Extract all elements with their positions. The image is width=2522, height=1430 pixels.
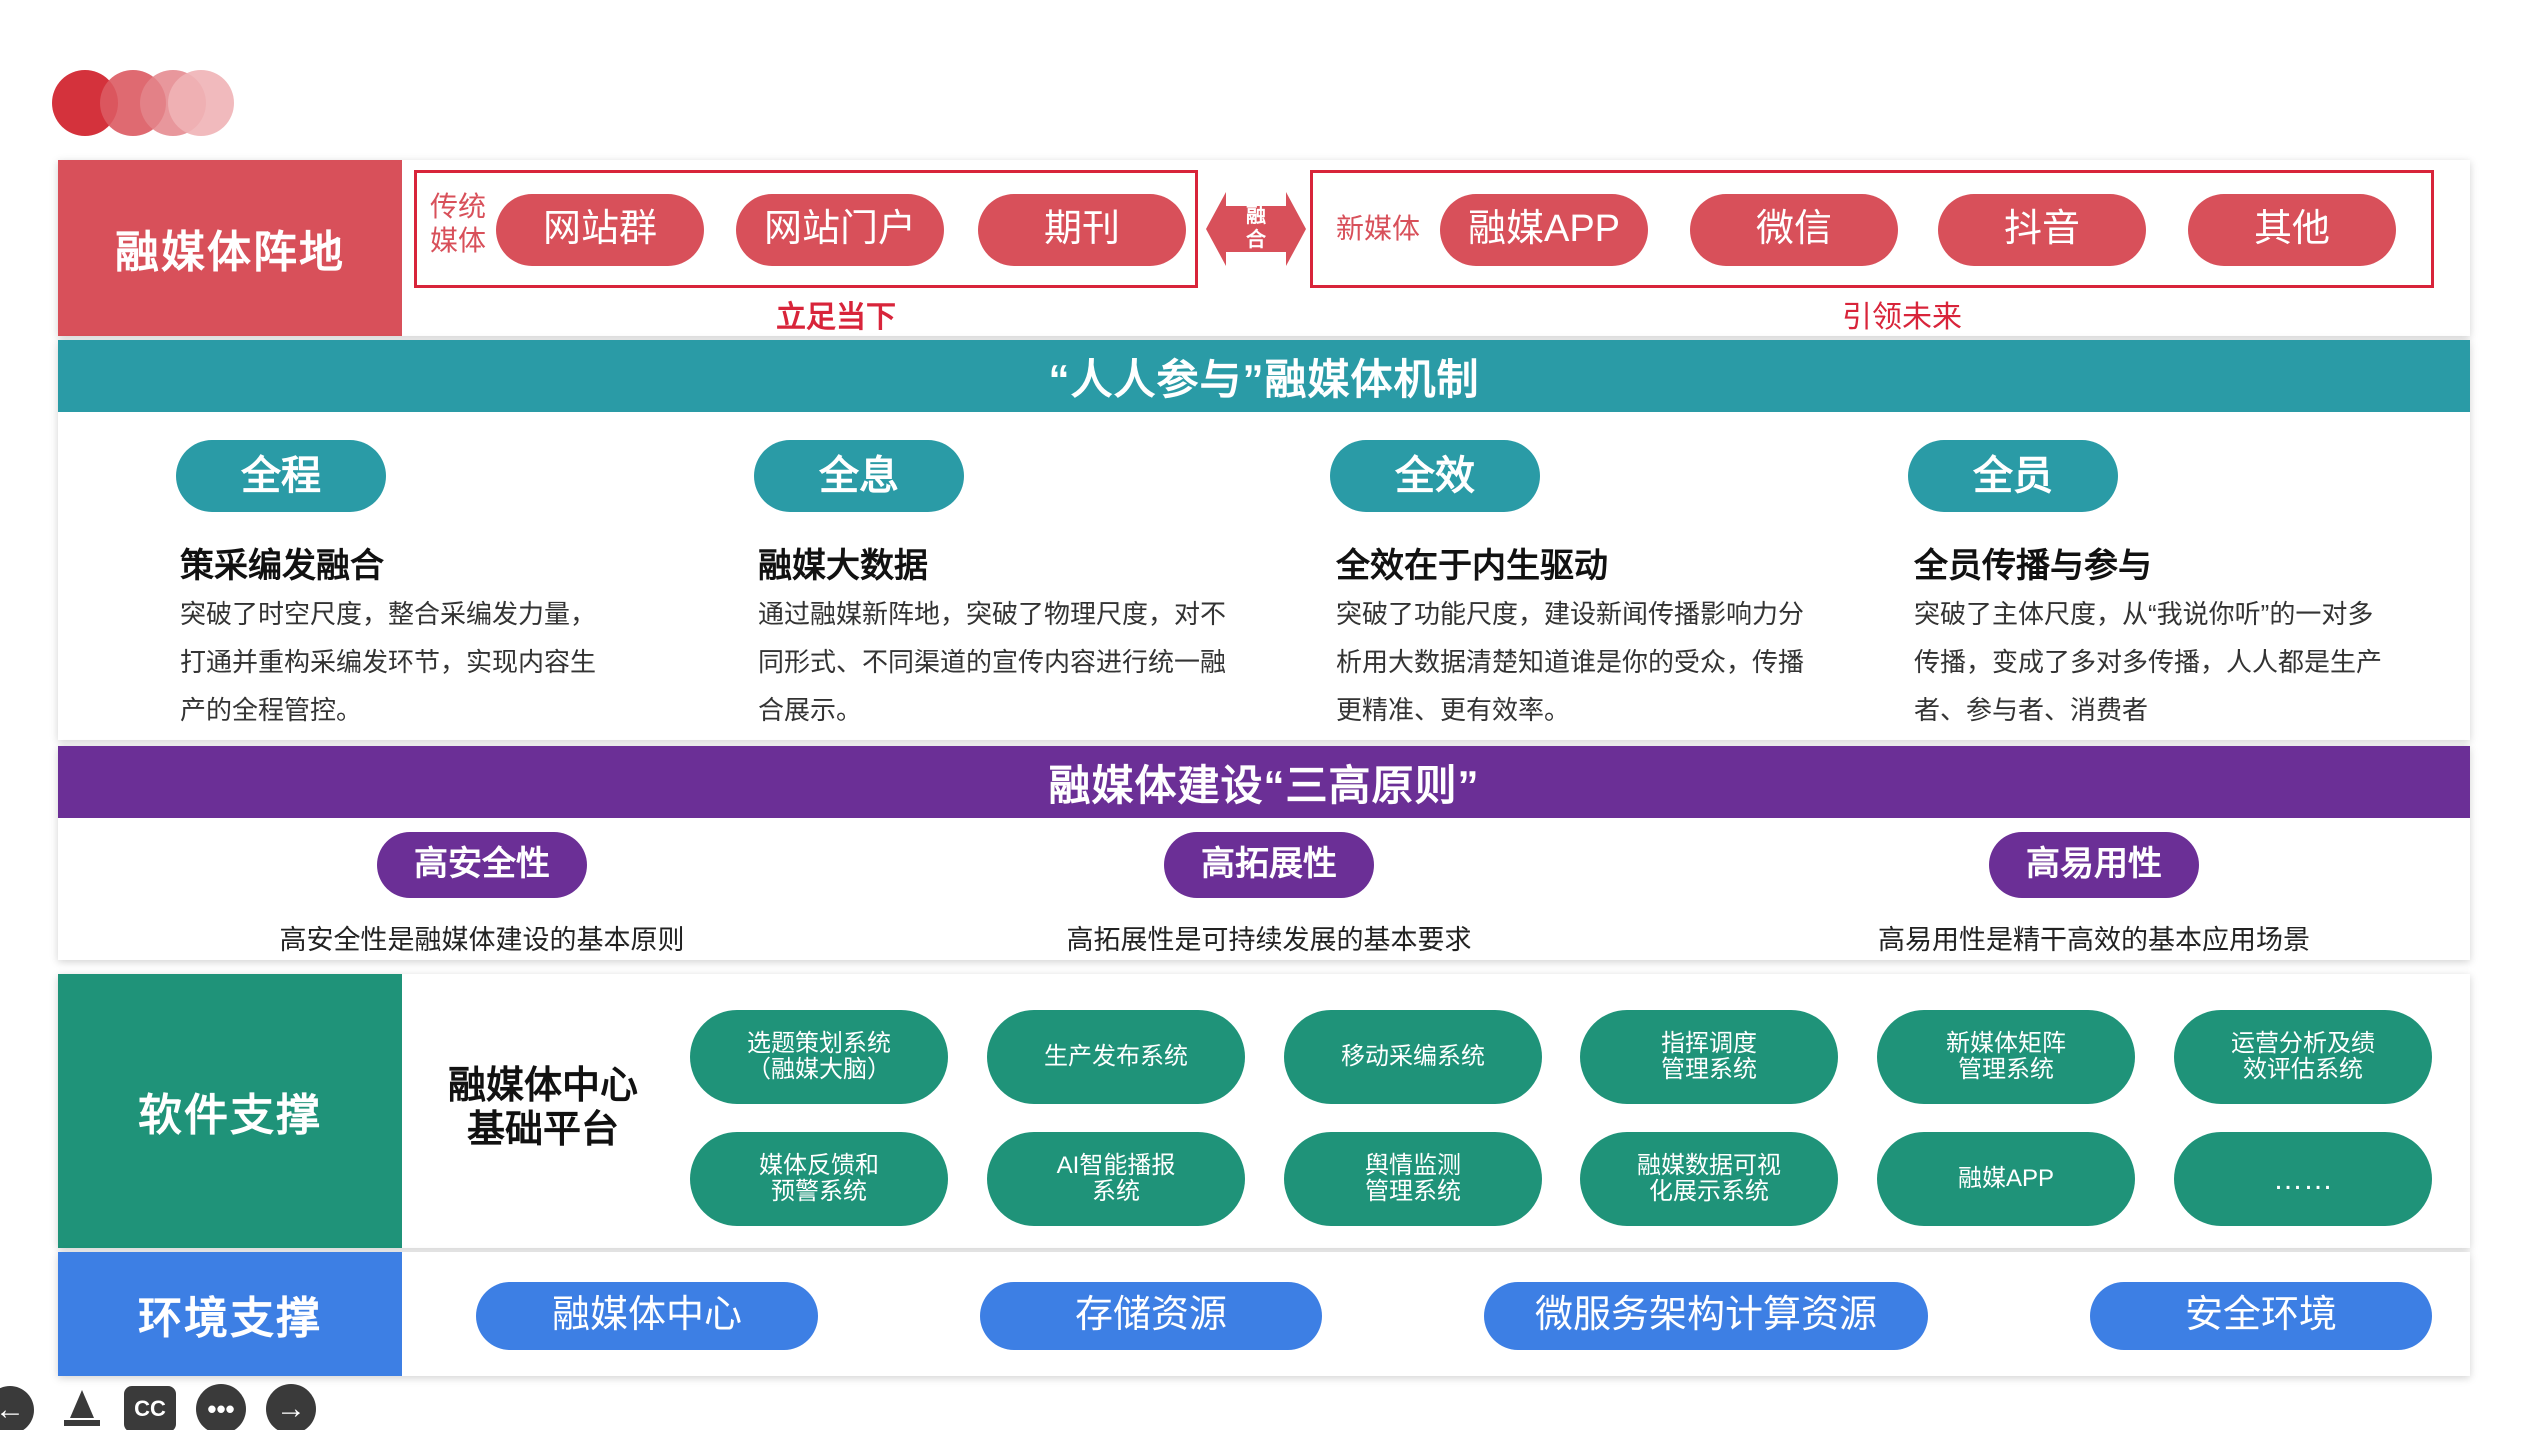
more-icon[interactable]: ••• [196,1384,246,1430]
system-pill-12[interactable]: …… [2174,1132,2432,1226]
mechanism-text-3: 突破了功能尺度，建设新闻传播影响力分析用大数据清楚知道谁是你的受众，传播更精准、… [1336,599,1805,725]
traditional-media-label: 传统 媒体 [429,191,486,256]
principle-text-1: 高安全性是融媒体建设的基本原则 [279,925,685,955]
mechanism-text-4: 突破了主体尺度，从“我说你听”的一对多传播，变成了多对多传播，人人都是生产者、参… [1914,599,2383,725]
mechanism-pill-3: 全效 [1330,440,1540,512]
top-pill-journal[interactable]: 期刊 [978,194,1186,266]
env-pill-storage[interactable]: 存储资源 [980,1282,1322,1350]
mechanism-title-2: 融媒大数据 [758,547,928,585]
top-side-label: 融媒体阵地 [58,160,402,336]
mechanism-title-1: 策采编发融合 [180,547,384,585]
decor-circle-4 [168,70,234,136]
right-caption: 引领未来 [1842,301,1962,334]
principle-pill-2: 高拓展性 [1164,832,1374,898]
principles-title: 融媒体建设“三高原则” [58,746,2470,818]
top-pill-website-group[interactable]: 网站群 [496,194,704,266]
env-pill-security[interactable]: 安全环境 [2090,1282,2432,1350]
principle-pill-1: 高安全性 [377,832,587,898]
top-pill-website-portal[interactable]: 网站门户 [736,194,944,266]
system-pill-9[interactable]: 舆情监测 管理系统 [1284,1132,1542,1226]
system-pill-1[interactable]: 选题策划系统 （融媒大脑） [690,1010,948,1104]
principle-text-2: 高拓展性是可持续发展的基本要求 [1066,925,1472,955]
mechanism-pill-1: 全程 [176,440,386,512]
left-caption: 立足当下 [776,301,896,334]
system-pill-4[interactable]: 指挥调度 管理系统 [1580,1010,1838,1104]
principle-pill-3: 高易用性 [1989,832,2199,898]
arrow-left-icon[interactable]: ← [0,1386,34,1430]
system-pill-3[interactable]: 移动采编系统 [1284,1010,1542,1104]
top-pill-douyin[interactable]: 抖音 [1938,194,2146,266]
arrow-right-icon[interactable]: → [266,1384,316,1430]
mechanism-pill-2: 全息 [754,440,964,512]
mechanism-title: “人人参与”融媒体机制 [58,340,2470,412]
pen-icon[interactable] [60,1388,104,1428]
fusion-arrow-icon [1206,192,1306,266]
system-pill-11[interactable]: 融媒APP [1877,1132,2135,1226]
software-side-label: 软件支撑 [58,974,402,1248]
mechanism-title-4: 全员传播与参与 [1914,547,2152,585]
mechanism-title-3: 全效在于内生驱动 [1336,547,1608,585]
new-media-box [1310,170,2434,288]
top-pill-fusion-app[interactable]: 融媒APP [1440,194,1648,266]
environment-side-label: 环境支撑 [58,1252,402,1376]
system-pill-5[interactable]: 新媒体矩阵 管理系统 [1877,1010,2135,1104]
system-pill-10[interactable]: 融媒数据可视 化展示系统 [1580,1132,1838,1226]
mechanism-text-2: 通过融媒新阵地，突破了物理尺度，对不同形式、不同渠道的宣传内容进行统一融合展示。 [758,599,1227,725]
top-pill-wechat[interactable]: 微信 [1690,194,1898,266]
mechanism-text-1: 突破了时空尺度，整合采编发力量，打通并重构采编发环节，实现内容生产的全程管控。 [180,599,597,725]
fusion-label: 融 合 [1246,205,1266,251]
top-pill-others[interactable]: 其他 [2188,194,2396,266]
system-pill-7[interactable]: 媒体反馈和 预警系统 [690,1132,948,1226]
principle-text-3: 高易用性是精干高效的基本应用场景 [1878,925,2310,955]
cc-icon[interactable]: CC [124,1386,176,1430]
traditional-media-box [414,170,1198,288]
system-pill-8[interactable]: AI智能播报 系统 [987,1132,1245,1226]
system-pill-6[interactable]: 运营分析及绩 效评估系统 [2174,1010,2432,1104]
env-pill-compute[interactable]: 微服务架构计算资源 [1484,1282,1928,1350]
env-pill-media-center[interactable]: 融媒体中心 [476,1282,818,1350]
platform-label: 融媒体中心 基础平台 [447,1065,638,1151]
mechanism-pill-4: 全员 [1908,440,2118,512]
system-pill-2[interactable]: 生产发布系统 [987,1010,1245,1104]
new-media-label: 新媒体 [1335,213,1420,244]
